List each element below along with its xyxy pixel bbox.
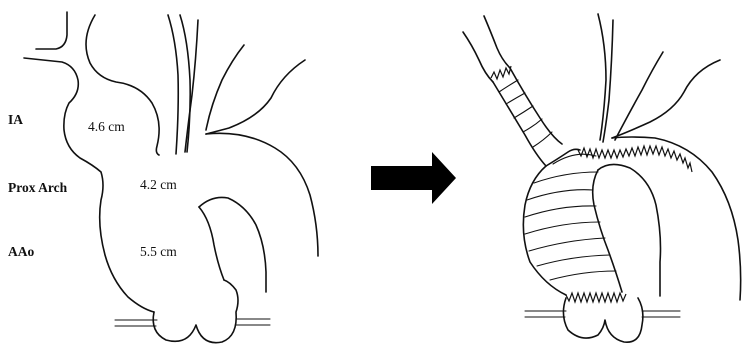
preop-subclavian-left-wall	[185, 20, 198, 152]
postop-arch-outer	[612, 137, 741, 300]
label-ia: IA	[8, 112, 23, 127]
postop-branch-tube-right	[510, 68, 562, 144]
postop-graft-inner-right-wall	[593, 170, 622, 292]
preop-subclavian-right-wall	[206, 45, 244, 130]
postop-graft-ring-3	[525, 206, 596, 217]
postop-graft-ring-1	[534, 172, 598, 183]
postop-carotid-right-wall	[603, 20, 613, 142]
label-aao: AAo	[8, 244, 34, 259]
postop-carotid-left-wall	[598, 14, 606, 140]
postop-graft-top	[546, 149, 580, 166]
preop-descending-outer	[206, 60, 305, 134]
postop-hemiarch-suture	[578, 146, 692, 172]
postop-branch-graft-lower-wall	[484, 16, 510, 68]
postop-graft-right-wall	[598, 164, 661, 296]
label-prox-arch: Prox Arch	[8, 180, 68, 195]
postop-branch-ring-1	[499, 80, 518, 92]
postop-branch-ring-3	[514, 106, 533, 118]
postop-branch-ring-5	[533, 132, 552, 147]
postop-branch-tube-left	[493, 82, 546, 166]
right-arrow-icon	[371, 152, 456, 204]
measure-ia: 4.6 cm	[88, 119, 125, 134]
postop-graft-top-ring	[553, 154, 596, 164]
postop-root-suture	[566, 293, 626, 302]
postop-graft-left-wall	[523, 166, 566, 295]
postop-branch-ring-2	[506, 93, 525, 104]
postop-graft-ring-7	[550, 271, 616, 280]
preop-ascending-right	[199, 207, 224, 280]
postop-graft-ring-2	[527, 190, 593, 200]
preop-ia-bulge	[86, 15, 159, 155]
measure-aao: 5.5 cm	[140, 244, 177, 259]
preop-arch-outer	[206, 133, 318, 256]
postop-descending-outer-wall	[612, 60, 720, 138]
postop-graft-ring-5	[529, 238, 605, 251]
preop-carotid-left-wall	[168, 15, 178, 154]
preop-arch-inner	[199, 197, 266, 292]
postop-root-cusps	[563, 298, 642, 342]
preop-left-stub	[36, 12, 67, 49]
postop-branch-suture	[491, 66, 511, 79]
postop-aorta-drawing	[463, 14, 741, 342]
postop-graft-ring-4	[525, 222, 600, 234]
preop-carotid-right-wall	[180, 15, 190, 152]
preop-root-cusps	[153, 280, 238, 343]
measure-prox-arch: 4.2 cm	[140, 177, 177, 192]
postop-graft-ring-6	[537, 255, 610, 266]
postop-branch-graft-upper-wall	[463, 32, 493, 82]
postop-branch-ring-4	[523, 119, 542, 132]
